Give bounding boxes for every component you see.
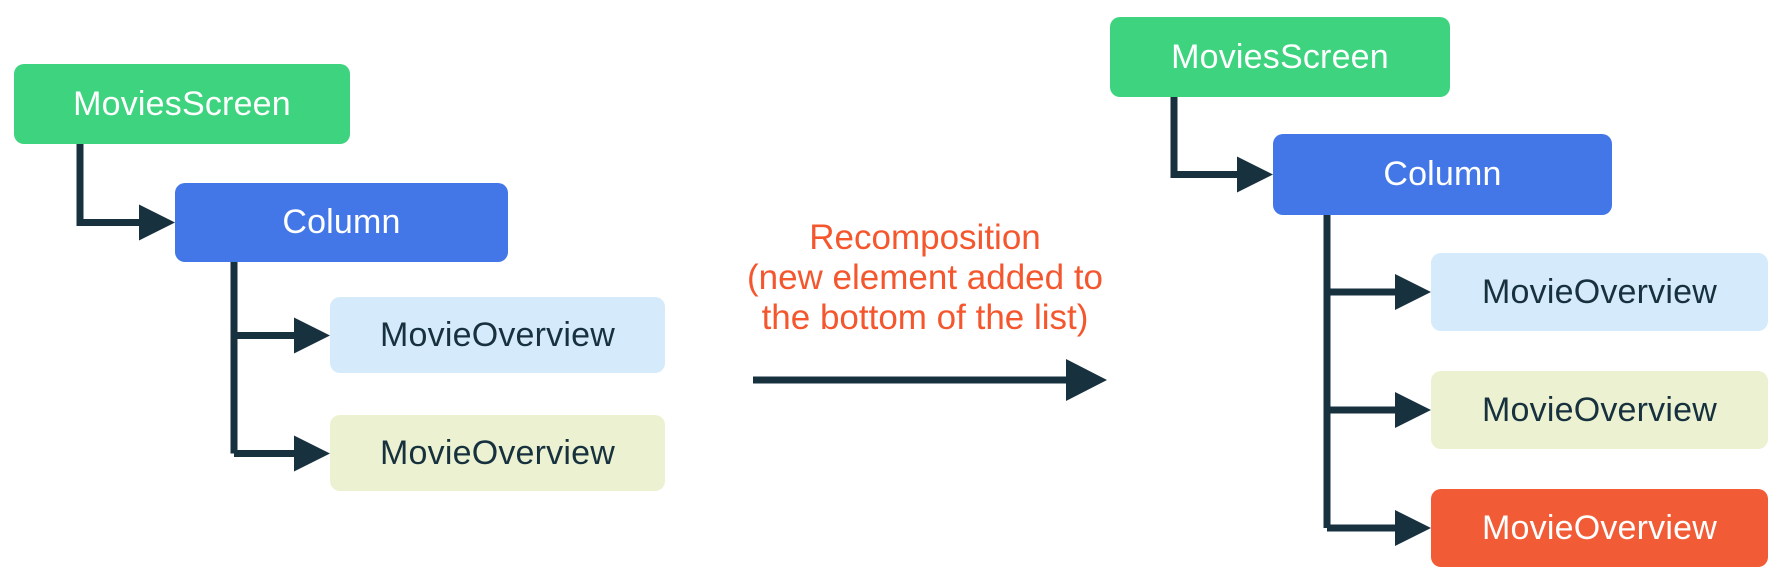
recomposition-arrowhead-icon xyxy=(1066,359,1107,401)
connector-after-screen-to-column xyxy=(1170,97,1240,178)
node-after-movieoverview-2: MovieOverview xyxy=(1431,371,1768,449)
node-before-movieoverview-1: MovieOverview xyxy=(330,297,665,373)
node-after-moviesscreen: MoviesScreen xyxy=(1110,17,1450,97)
node-before-moviesscreen: MoviesScreen xyxy=(14,64,350,144)
arrowhead-after-child3-icon xyxy=(1395,510,1431,546)
recomposition-label-line1: Recomposition xyxy=(809,218,1041,257)
node-after-movieoverview-3-new: MovieOverview xyxy=(1431,489,1768,567)
node-before-movieoverview-2: MovieOverview xyxy=(330,415,665,491)
recomposition-label-line2: (new element added to xyxy=(746,258,1104,297)
arrowhead-after-child1-icon xyxy=(1395,274,1431,310)
connector-before-screen-to-column xyxy=(76,144,142,226)
arrowhead-before-child1-icon xyxy=(294,317,330,354)
arrowhead-after-child2-icon xyxy=(1395,392,1431,428)
arrowhead-before-child2-icon xyxy=(294,435,330,472)
node-after-movieoverview-1: MovieOverview xyxy=(1431,253,1768,331)
node-before-column: Column xyxy=(175,183,508,262)
node-after-column: Column xyxy=(1273,134,1612,215)
recomposition-label-line3: the bottom of the list) xyxy=(761,298,1089,337)
arrowhead-before-column-icon xyxy=(139,204,175,241)
recomposition-label: Recomposition (new element added to the … xyxy=(640,218,1210,338)
arrowhead-after-column-icon xyxy=(1237,156,1273,193)
